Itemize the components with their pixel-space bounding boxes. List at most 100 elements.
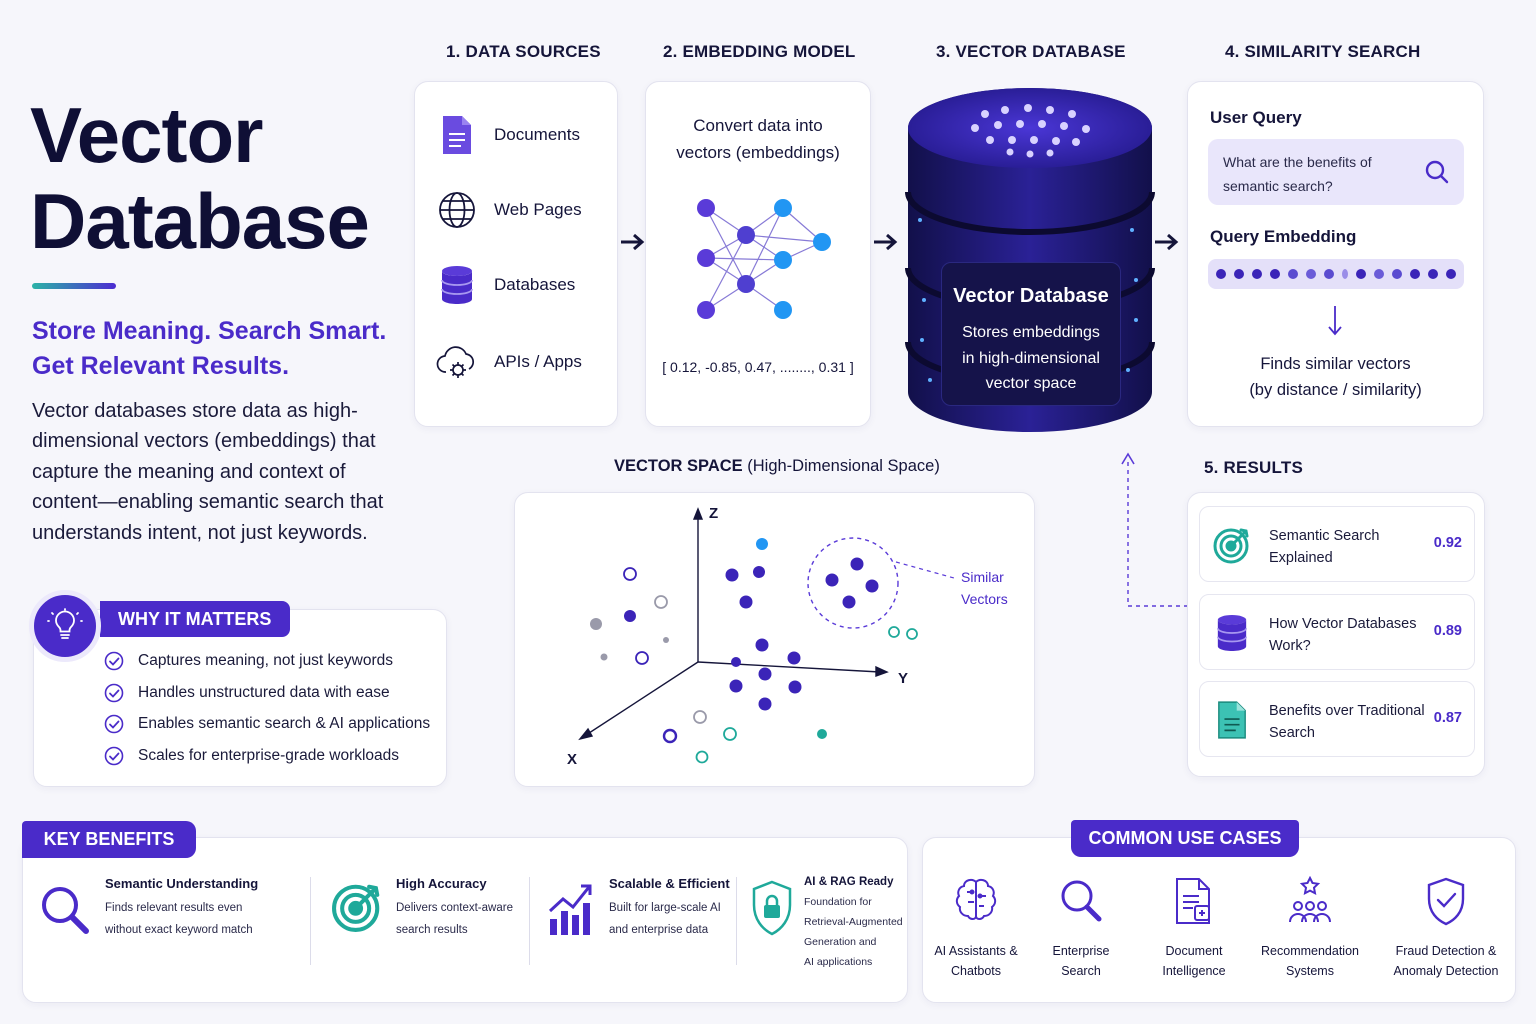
result-item[interactable]: Benefits over Traditional Search 0.87 [1199,681,1475,757]
tagline-line1: Store Meaning. Search Smart. [32,317,387,345]
why-card [33,609,447,787]
benefit-desc: without exact keyword match [105,924,253,936]
benefit-desc: and enterprise data [609,924,709,936]
result-title: How Vector Databases Work? [1269,616,1417,654]
check-circle-icon [104,746,124,766]
benefit-desc: Generation and [804,936,877,948]
result-item[interactable]: Semantic Search Explained 0.92 [1199,506,1475,582]
why-item: Handles unstructured data with ease [104,683,390,703]
benefit-desc: Built for large-scale AI [609,902,721,914]
benefit-desc: Delivers context-aware [396,902,513,914]
divider [529,877,530,965]
db-line1: Stores embeddings [962,324,1100,341]
why-item-text: Scales for enterprise-grade workloads [138,747,400,764]
source-item: Web Pages [436,189,582,231]
step-2-heading: 2. EMBEDDING MODEL [663,42,856,61]
step-3-heading: 3. VECTOR DATABASE [936,42,1126,61]
use-case-label: Intelligence [1162,964,1226,978]
axis-z-label: Z [709,505,718,522]
use-case-label: Fraud Detection & [1395,944,1497,958]
benefit-title: High Accuracy [396,876,487,891]
source-label: Web Pages [494,200,582,219]
step-5-heading: 5. RESULTS [1204,458,1303,477]
use-case-item: Fraud Detection & Anomaly Detection [1386,876,1506,981]
vector-space-title-bold: VECTOR SPACE [614,457,743,475]
use-case-label: Recommendation [1261,944,1359,958]
axis-x-label: X [567,751,577,768]
similarity-search-card [1187,81,1484,427]
source-label: Documents [494,125,580,144]
benefit-title: Semantic Understanding [105,876,259,891]
similar-vectors-label-1: Similar [961,569,1004,585]
result-score: 0.92 [1433,535,1462,551]
source-item: APIs / Apps [436,341,582,383]
tagline-line2: Get Relevant Results. [32,352,290,380]
neural-network-graphic [697,199,831,319]
db-title: Vector Database [953,285,1109,307]
hero-title: Vector Database [30,92,370,265]
check-circle-icon [104,683,124,703]
document-icon [1218,701,1246,739]
source-label: APIs / Apps [494,352,582,371]
vector-space-title-rest: (High-Dimensional Space) [742,457,940,475]
arrow-down-icon [1328,306,1342,336]
benefit-icon-wrap [750,879,794,942]
use-case-label: Document [1165,944,1223,958]
benefit-icon-wrap [330,880,384,939]
search-icon [1061,880,1102,922]
result-score: 0.89 [1433,623,1462,639]
benefit-desc: AI applications [804,956,873,968]
benefit-item: AI & RAG Ready Foundation for Retrieval-… [804,876,903,972]
use-case-label: Anomaly Detection [1393,964,1499,978]
divider [310,877,311,965]
users-star-icon [1289,875,1331,923]
results-feedback-arrow [1121,452,1188,607]
benefit-title: Scalable & Efficient [609,876,730,891]
search-icon [42,887,89,934]
why-item-text: Captures meaning, not just keywords [138,652,394,669]
target-icon [332,884,380,932]
brain-icon [955,878,997,920]
benefit-desc: Retrieval-Augmented [804,916,903,928]
use-case-label: Enterprise [1052,944,1110,958]
source-item: Databases [436,264,575,306]
search-icon[interactable] [1424,159,1450,185]
use-cases-label: COMMON USE CASES [1071,820,1299,857]
finds-similar-text: Finds similar vectors (by distance / sim… [1187,351,1484,403]
bar-chart-growth-icon [548,884,592,935]
flow-arrow-icon [874,233,898,251]
embedding-description: Convert data into vectors (embeddings) [645,112,871,166]
result-title: Semantic Search Explained [1269,528,1380,566]
step-4-heading: 4. SIMILARITY SEARCH [1225,42,1421,61]
query-search-box[interactable]: What are the benefits of semantic search… [1208,139,1464,205]
use-case-label: Search [1061,964,1101,978]
benefit-desc: Finds relevant results even [105,902,243,914]
step-1-heading: 1. DATA SOURCES [446,42,601,61]
why-item-text: Handles unstructured data with ease [138,684,390,701]
database-icon [1216,615,1248,651]
hero-title-line2: Database [30,177,370,265]
source-item: Documents [436,114,580,156]
query-text-line1: What are the benefits of [1223,154,1372,170]
use-case-item: AI Assistants &Chatbots [916,876,1036,981]
result-item[interactable]: How Vector Databases Work? 0.89 [1199,594,1475,670]
query-embedding-label: Query Embedding [1210,227,1357,246]
user-query-label: User Query [1210,108,1302,127]
document-icon [443,116,471,154]
use-cases-card [922,837,1516,1003]
similar-vectors-label-2: Vectors [961,591,1008,607]
lightbulb-icon [47,608,83,639]
vector-database-label: Vector Database Stores embeddings in hig… [941,262,1121,406]
benefit-title: AI & RAG Ready [804,876,894,888]
benefit-desc: Foundation for [804,896,872,908]
embedding-text-line2: vectors (embeddings) [676,143,840,162]
use-case-label: Chatbots [950,964,1002,978]
target-icon [1213,528,1249,564]
divider [736,877,737,965]
flow-arrow-icon [621,233,645,251]
hero-accent-bar [32,283,116,289]
finds-line2: (by distance / similarity) [1249,381,1422,399]
embedding-text-line1: Convert data into [693,116,823,135]
